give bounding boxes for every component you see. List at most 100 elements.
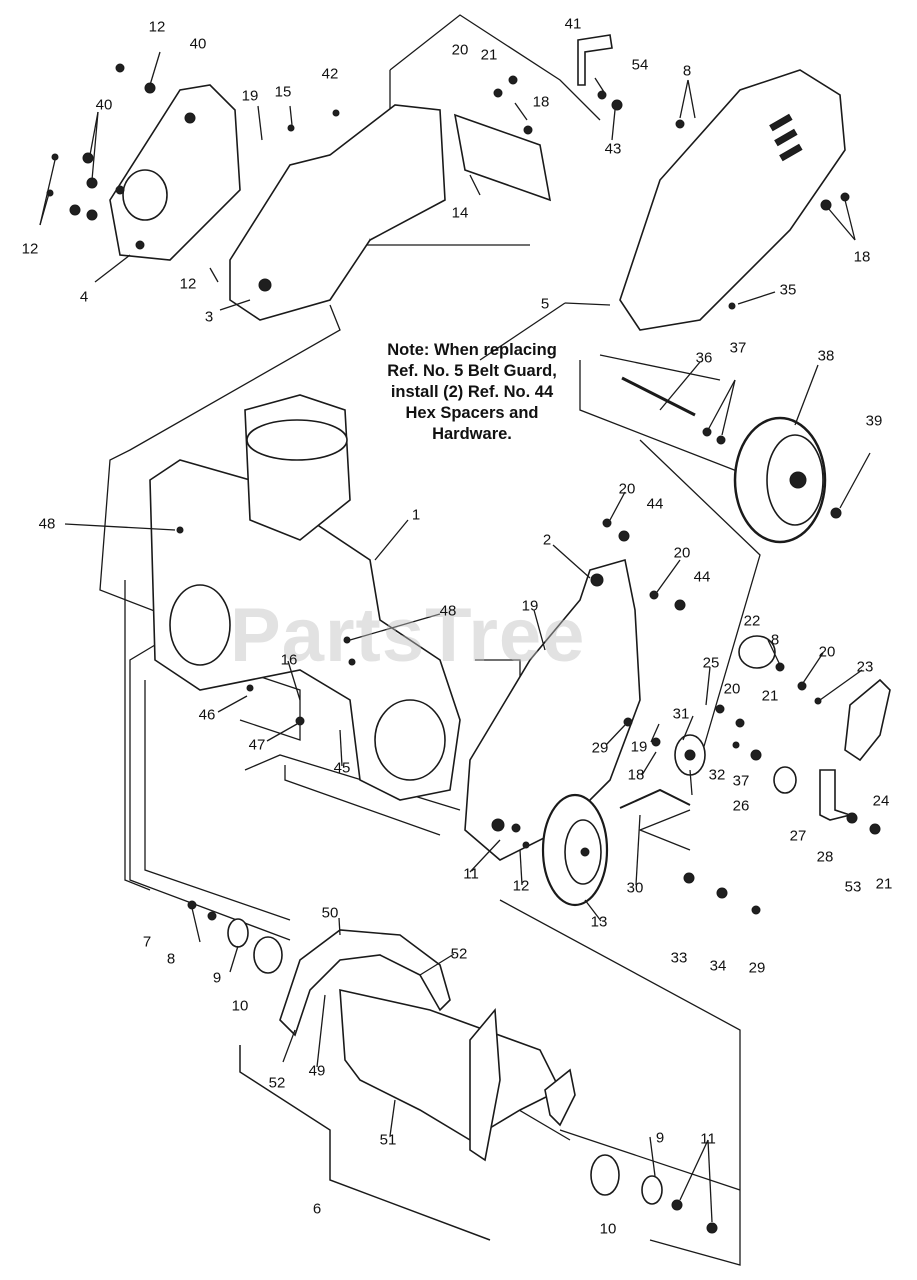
callout-26: 26 (732, 797, 750, 815)
callout-11: 11 (700, 1130, 716, 1148)
part-10-flange-right (590, 1154, 620, 1196)
callout-15: 15 (274, 83, 292, 101)
callout-7: 7 (142, 933, 152, 951)
callout-8: 8 (166, 950, 176, 968)
callout-23: 23 (856, 658, 874, 676)
callout-37: 37 (729, 339, 747, 357)
callout-12: 12 (512, 877, 530, 895)
callout-leader-lines (39, 51, 871, 1223)
callout-31: 31 (672, 705, 690, 723)
callout-37: 37 (732, 772, 750, 790)
callout-18: 18 (532, 93, 550, 111)
callout-40: 40 (95, 96, 113, 114)
part-24-guide (844, 678, 891, 762)
callout-11: 11 (463, 865, 479, 883)
callout-21: 21 (875, 875, 893, 893)
callout-47: 47 (248, 736, 266, 754)
callout-6: 6 (312, 1200, 322, 1218)
note-line-5: Hardware. (432, 425, 512, 443)
callout-19: 19 (241, 87, 259, 105)
part-38-wheel (733, 416, 827, 544)
callout-1: 1 (411, 506, 421, 524)
callout-25: 25 (702, 654, 720, 672)
part-13-pulley (541, 793, 609, 907)
callout-22: 22 (743, 612, 761, 630)
note-line-1: Note: When replacing (387, 341, 557, 359)
callout-27: 27 (789, 827, 807, 845)
callout-19: 19 (630, 738, 648, 756)
part-2-side-plate (464, 558, 641, 861)
callout-4: 4 (79, 288, 89, 306)
callout-9: 9 (212, 969, 222, 987)
callout-44: 44 (693, 568, 711, 586)
callout-29: 29 (591, 739, 609, 757)
callout-51: 51 (379, 1131, 397, 1149)
callout-20: 20 (673, 544, 691, 562)
callout-12: 12 (21, 240, 39, 258)
part-5-belt-guard (619, 69, 846, 331)
callout-16: 16 (280, 651, 298, 669)
callout-14: 14 (451, 204, 469, 222)
callout-45: 45 (333, 759, 351, 777)
callout-10: 10 (231, 997, 249, 1015)
note-line-2: Ref. No. 5 Belt Guard, (387, 362, 557, 380)
part-14-bracket (453, 113, 552, 202)
callout-24: 24 (872, 792, 890, 810)
callout-2: 2 (542, 531, 552, 549)
callout-48: 48 (38, 515, 56, 533)
callout-38: 38 (817, 347, 835, 365)
callout-21: 21 (761, 687, 779, 705)
part-1-main-housing (149, 394, 461, 801)
callout-5: 5 (540, 295, 550, 313)
callout-33: 33 (670, 949, 688, 967)
note-line-3: install (2) Ref. No. 44 (390, 383, 554, 401)
watermark: PartsTree (230, 593, 586, 678)
part-10-flange-left (253, 936, 283, 974)
note-line-4: Hex Spacers and (405, 404, 539, 422)
callout-20: 20 (723, 680, 741, 698)
part-3-frame (229, 104, 446, 321)
callout-19: 19 (521, 597, 539, 615)
callout-36: 36 (695, 349, 713, 367)
part-41-lever (577, 34, 613, 86)
callout-18: 18 (853, 248, 871, 266)
callout-32: 32 (708, 766, 726, 784)
callout-10: 10 (599, 1220, 617, 1238)
callout-3: 3 (204, 308, 214, 326)
callout-53: 53 (844, 878, 862, 896)
callout-39: 39 (865, 412, 883, 430)
callout-20: 20 (451, 41, 469, 59)
callout-29: 29 (748, 959, 766, 977)
callout-12: 12 (179, 275, 197, 293)
part-9-bearing-left (227, 918, 249, 948)
replacement-note: Note: When replacing Ref. No. 5 Belt Gua… (372, 340, 572, 445)
callout-30: 30 (626, 879, 644, 897)
callout-49: 49 (308, 1062, 326, 1080)
callout-54: 54 (631, 56, 649, 74)
part-6-auger-housing (279, 929, 576, 1162)
callout-46: 46 (198, 706, 216, 724)
callout-52: 52 (450, 945, 468, 963)
callout-18: 18 (627, 766, 645, 784)
callout-40: 40 (189, 35, 207, 53)
part-28-bracket (819, 769, 853, 821)
part-27-bearing (773, 766, 797, 794)
callout-52: 52 (268, 1074, 286, 1092)
callout-8: 8 (770, 631, 780, 649)
part-36-axle (621, 376, 696, 417)
callout-12: 12 (148, 18, 166, 36)
callout-48: 48 (439, 602, 457, 620)
callout-21: 21 (480, 46, 498, 64)
callout-20: 20 (618, 480, 636, 498)
callout-34: 34 (709, 957, 727, 975)
callout-9: 9 (655, 1129, 665, 1147)
part-6-bracket (239, 1045, 491, 1241)
part-9-bearing-right (641, 1175, 663, 1205)
part-22-hub (738, 635, 776, 669)
part-30-arm (619, 788, 691, 809)
callout-50: 50 (321, 904, 339, 922)
part-4-side-cover (109, 84, 241, 261)
callout-43: 43 (604, 140, 622, 158)
